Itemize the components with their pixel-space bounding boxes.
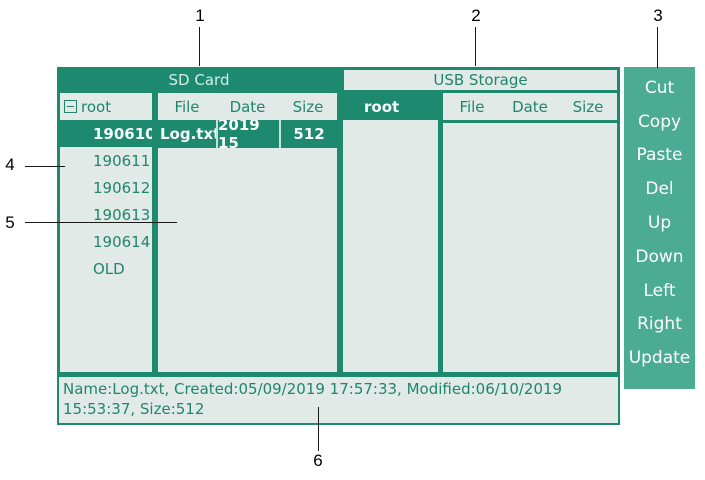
right-button[interactable]: Right bbox=[637, 314, 682, 335]
column-header-file: File bbox=[174, 97, 200, 116]
sd-card-panel-title[interactable]: SD Card bbox=[168, 71, 230, 89]
usb-tree-root-row[interactable]: root bbox=[343, 93, 438, 120]
file-info-status-bar: Name:Log.txt, Created:05/09/2019 17:57:3… bbox=[57, 375, 620, 425]
callout-6-label: 6 bbox=[313, 451, 323, 470]
down-button[interactable]: Down bbox=[635, 246, 684, 267]
file-row[interactable]: Log.txt 2019 15 512 bbox=[158, 120, 337, 148]
callout-1-label: 1 bbox=[195, 6, 205, 25]
callout-3-label: 3 bbox=[653, 6, 663, 25]
paste-button[interactable]: Paste bbox=[636, 145, 683, 166]
left-button[interactable]: Left bbox=[643, 280, 676, 301]
file-name-cell: Log.txt bbox=[160, 125, 216, 143]
callout-4-label: 4 bbox=[5, 155, 15, 174]
tree-item[interactable]: 190614 bbox=[93, 232, 151, 251]
usb-file-list-header: File Date Size bbox=[443, 93, 617, 123]
up-button[interactable]: Up bbox=[647, 213, 672, 234]
tree-item[interactable]: 190613 bbox=[93, 205, 151, 224]
collapse-minus-icon[interactable] bbox=[64, 100, 77, 113]
callout-2-line bbox=[475, 27, 476, 66]
tree-item[interactable]: 190610 bbox=[60, 120, 152, 147]
sd-tree-panel: root 190610 190611 190612 190613 190614 … bbox=[60, 93, 152, 372]
file-date-cell: 2019 15 bbox=[216, 120, 279, 148]
callout-6-line bbox=[318, 407, 319, 451]
column-header-date: Date bbox=[229, 97, 266, 116]
tree-item[interactable]: OLD bbox=[93, 259, 125, 278]
file-size-cell: 512 bbox=[279, 120, 337, 148]
copy-button[interactable]: Copy bbox=[637, 111, 682, 132]
sd-file-list-panel: File Date Size Log.txt 2019 15 512 bbox=[158, 93, 337, 372]
column-header-file: File bbox=[459, 97, 485, 116]
sd-tree-root-label: root bbox=[81, 97, 112, 116]
action-sidebar: Cut Copy Paste Del Up Down Left Right Up… bbox=[624, 67, 695, 389]
column-header-date: Date bbox=[512, 97, 548, 116]
tree-item[interactable]: 190611 bbox=[93, 151, 151, 170]
file-manager-window: SD Card USB Storage root 190610 190611 1… bbox=[57, 67, 620, 375]
update-button[interactable]: Update bbox=[628, 348, 691, 369]
callout-1-line bbox=[199, 27, 200, 66]
usb-file-list-panel: File Date Size bbox=[443, 93, 617, 372]
callout-2-label: 2 bbox=[471, 6, 481, 25]
sd-tree-root-row[interactable]: root bbox=[60, 93, 152, 120]
file-info-text: Name:Log.txt, Created:05/09/2019 17:57:3… bbox=[63, 380, 563, 418]
delete-button[interactable]: Del bbox=[645, 179, 674, 200]
column-header-size: Size bbox=[572, 97, 604, 116]
usb-tree-panel: root bbox=[343, 93, 438, 372]
column-header-size: Size bbox=[292, 97, 324, 116]
sd-file-list-header: File Date Size bbox=[158, 93, 337, 120]
callout-4-line bbox=[25, 166, 65, 167]
cut-button[interactable]: Cut bbox=[644, 77, 675, 98]
callout-5-label: 5 bbox=[5, 213, 15, 232]
usb-storage-panel-title[interactable]: USB Storage bbox=[344, 70, 617, 90]
callout-5-line bbox=[25, 222, 177, 223]
callout-3-line bbox=[657, 27, 658, 68]
tree-item[interactable]: 190612 bbox=[93, 178, 151, 197]
